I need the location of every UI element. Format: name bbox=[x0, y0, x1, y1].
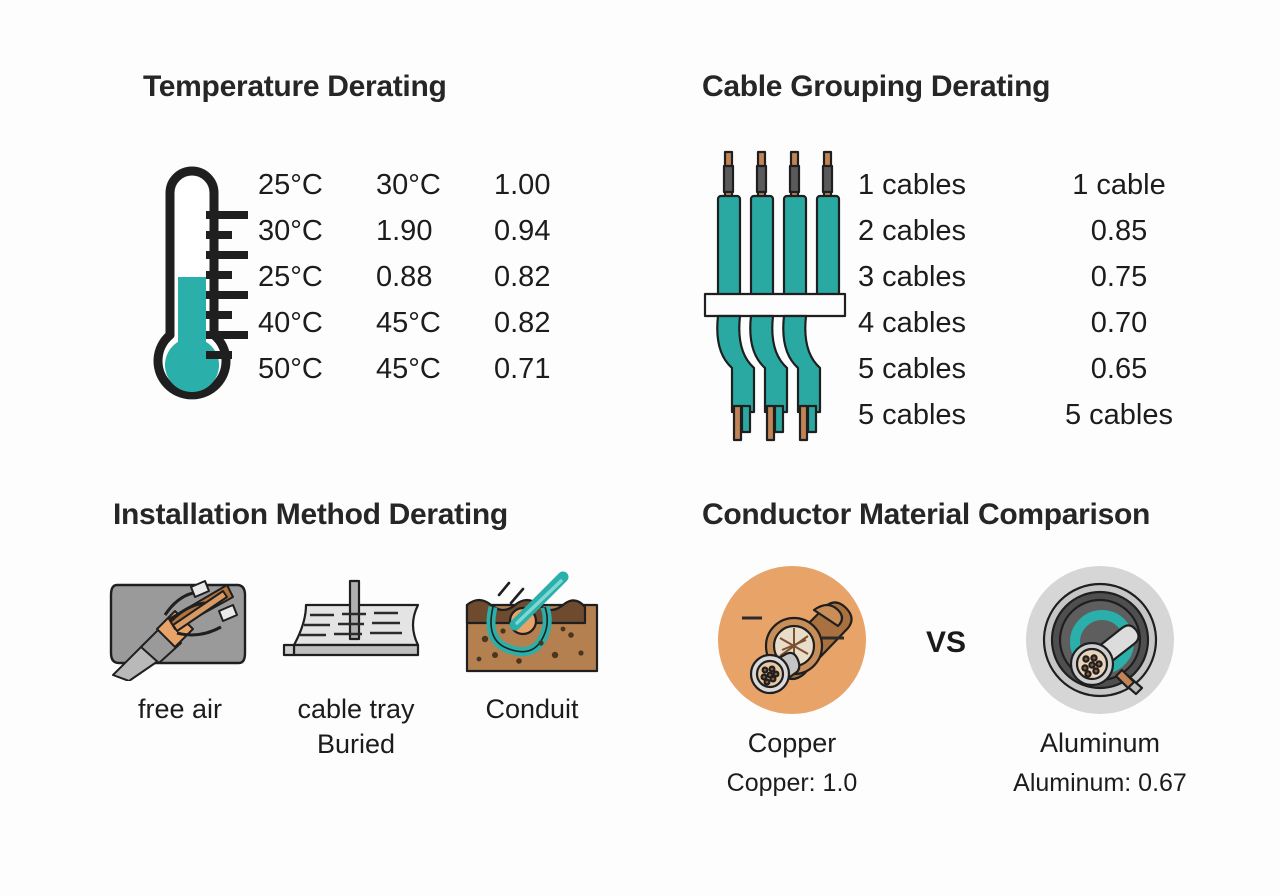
conductor-name-copper: Copper bbox=[747, 728, 837, 758]
cable-bundle-icon bbox=[700, 144, 850, 449]
table-row: 4 cables 0.70 bbox=[858, 300, 1208, 346]
cell-temp-to: 30°C bbox=[376, 168, 441, 201]
conductor-material-panel: Conductor Material Comparison bbox=[640, 488, 1280, 896]
cell-temp-from: 25°C bbox=[258, 168, 323, 201]
cell-cable-count: 2 cables bbox=[858, 214, 967, 247]
table-row: 25°C 30°C 1.00 bbox=[258, 162, 589, 208]
cell-temp-from: 25°C bbox=[258, 260, 323, 293]
page-title-grouping: Cable Grouping Derating bbox=[702, 70, 1051, 103]
cell-factor: 1 cable bbox=[1072, 168, 1166, 201]
conductor-item-copper: Copper Copper: 1.0 bbox=[692, 566, 892, 798]
cell-factor: 0.71 bbox=[494, 352, 551, 385]
page-title-conductor: Conductor Material Comparison bbox=[702, 498, 1151, 531]
cell-cable-count: 1 cables bbox=[858, 168, 967, 201]
thermometer-icon bbox=[140, 157, 250, 422]
page-title-temperature: Temperature Derating bbox=[143, 70, 447, 103]
temperature-derating-panel: Temperature Derating bbox=[0, 62, 640, 442]
cell-factor: 5 cables bbox=[1064, 398, 1173, 431]
cell-temp-to: 45°C bbox=[376, 306, 441, 339]
table-row: 50°C 45°C 0.71 bbox=[258, 346, 589, 392]
conduit-buried-icon bbox=[455, 566, 610, 686]
installation-label-free-air: free air bbox=[137, 694, 223, 724]
table-row: 3 cables 0.75 bbox=[858, 254, 1208, 300]
cell-cable-count: 4 cables bbox=[858, 306, 967, 339]
installation-item-conduit: Conduit bbox=[452, 566, 612, 725]
cell-factor: 0.94 bbox=[494, 214, 551, 247]
cell-factor: 1.00 bbox=[494, 168, 551, 201]
table-row: 25°C 0.88 0.82 bbox=[258, 254, 589, 300]
cell-cable-count: 5 cables bbox=[858, 352, 967, 385]
cell-factor: 0.75 bbox=[1090, 260, 1148, 293]
conductor-name-aluminum: Aluminum bbox=[1039, 728, 1161, 758]
cell-temp-from: 30°C bbox=[258, 214, 323, 247]
temperature-derating-table: 25°C 30°C 1.00 30°C 1.90 0.94 25°C 0.88 … bbox=[258, 162, 589, 392]
table-row: 30°C 1.90 0.94 bbox=[258, 208, 589, 254]
installation-method-panel: Installation Method Derating bbox=[0, 488, 640, 896]
table-row: 5 cables 5 cables bbox=[858, 392, 1208, 438]
conductor-comparison-row: Copper Copper: 1.0 VS bbox=[692, 566, 1200, 798]
cell-temp-to: 1.90 bbox=[376, 214, 433, 247]
cell-factor: 0.65 bbox=[1090, 352, 1148, 385]
table-row: 2 cables 0.85 bbox=[858, 208, 1208, 254]
cell-factor: 0.82 bbox=[494, 260, 551, 293]
cell-temp-from: 50°C bbox=[258, 352, 323, 385]
cell-temp-from: 40°C bbox=[258, 306, 323, 339]
cell-cable-count: 3 cables bbox=[858, 260, 967, 293]
conductor-value-aluminum: Aluminum: 0.67 bbox=[1013, 769, 1187, 797]
copper-cable-icon bbox=[718, 566, 866, 714]
cell-cable-count: 5 cables bbox=[858, 398, 967, 431]
vs-label: VS bbox=[925, 626, 967, 659]
installation-sublabel-buried: Buried bbox=[316, 729, 396, 759]
installation-label-cable-tray: cable tray bbox=[297, 694, 415, 724]
table-row: 1 cables 1 cable bbox=[858, 162, 1208, 208]
page-title-installation: Installation Method Derating bbox=[113, 498, 508, 531]
installation-item-cable-tray: cable tray Buried bbox=[276, 566, 436, 760]
installation-item-free-air: free air bbox=[100, 566, 260, 725]
cell-factor: 0.70 bbox=[1090, 306, 1148, 339]
cable-grouping-table: 1 cables 1 cable 2 cables 0.85 3 cables … bbox=[858, 162, 1208, 438]
conductor-value-copper: Copper: 1.0 bbox=[726, 769, 858, 797]
table-row: 5 cables 0.65 bbox=[858, 346, 1208, 392]
installation-items: free air bbox=[100, 566, 612, 760]
conductor-item-aluminum: Aluminum Aluminum: 0.67 bbox=[1000, 566, 1200, 798]
cell-temp-to: 0.88 bbox=[376, 260, 433, 293]
cable-grouping-derating-panel: Cable Grouping Derating bbox=[640, 62, 1280, 442]
cable-tray-icon bbox=[276, 566, 436, 686]
cell-factor: 0.85 bbox=[1090, 214, 1148, 247]
cell-factor: 0.82 bbox=[494, 306, 551, 339]
free-air-cable-icon bbox=[105, 566, 255, 686]
table-row: 40°C 45°C 0.82 bbox=[258, 300, 589, 346]
aluminum-cable-icon bbox=[1026, 566, 1174, 714]
installation-label-conduit: Conduit bbox=[485, 694, 579, 724]
cell-temp-to: 45°C bbox=[376, 352, 441, 385]
